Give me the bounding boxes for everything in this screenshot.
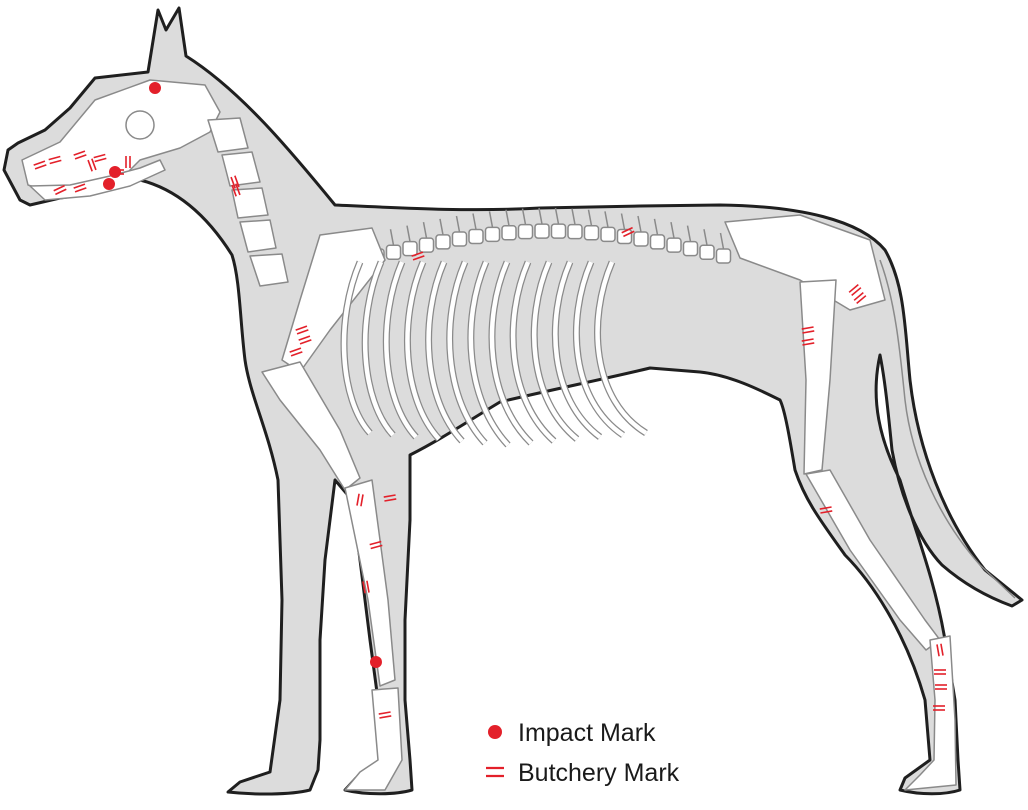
vertebra	[601, 227, 615, 241]
vertebra	[486, 227, 500, 241]
legend: Impact Mark Butchery Mark	[486, 719, 680, 787]
vertebra	[634, 232, 648, 246]
vertebra	[568, 225, 582, 239]
vertebra	[519, 225, 533, 239]
legend-butchery-symbol	[486, 768, 504, 776]
legend-butchery-label: Butchery Mark	[518, 759, 680, 787]
legend-impact-label: Impact Mark	[518, 719, 656, 747]
impact-mark	[370, 656, 382, 668]
vertebra	[469, 229, 483, 243]
impact-mark	[149, 82, 161, 94]
orbit	[126, 111, 154, 139]
vertebra	[585, 226, 599, 240]
impact-mark	[103, 178, 115, 190]
legend-impact-symbol	[488, 725, 502, 739]
vertebra	[700, 245, 714, 259]
vertebra	[403, 242, 417, 256]
vertebra	[552, 224, 566, 238]
impact-mark	[109, 166, 121, 178]
vertebra	[502, 226, 516, 240]
front-paw	[345, 688, 402, 790]
vertebra	[651, 235, 665, 249]
vertebra	[420, 238, 434, 252]
vertebra	[453, 232, 467, 246]
vertebra	[667, 238, 681, 252]
vertebra	[387, 245, 401, 259]
vertebra	[436, 235, 450, 249]
vertebra	[717, 249, 731, 263]
vertebra	[684, 242, 698, 256]
vertebra	[535, 224, 549, 238]
